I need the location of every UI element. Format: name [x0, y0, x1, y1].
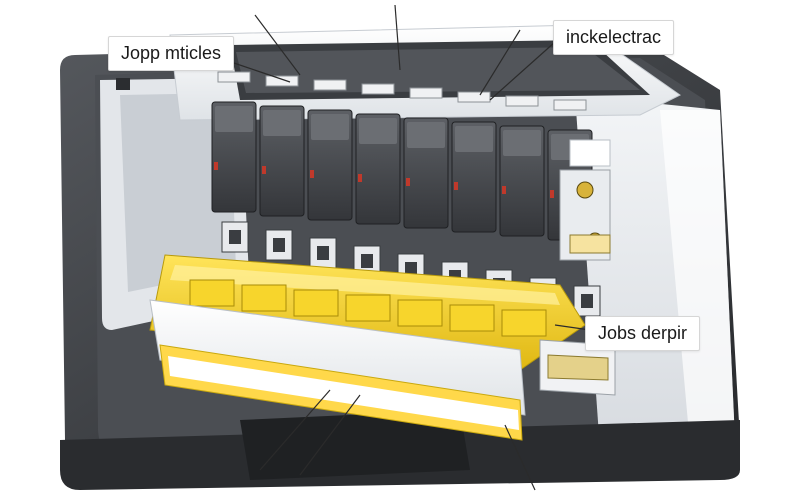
ink-tray-compartment — [397, 299, 443, 327]
tray-compartments — [189, 279, 547, 337]
ink-tray-compartment — [293, 289, 339, 317]
gear-icon — [576, 181, 594, 199]
nozzle-connector-icon — [221, 221, 249, 253]
print-head-cartridge-icon — [307, 79, 353, 221]
nozzle-connector-icon — [265, 229, 293, 261]
ink-tray-compartment — [501, 309, 547, 337]
ink-tray-compartment — [449, 304, 495, 332]
right-side-mechanism — [539, 139, 616, 396]
platen-rail — [149, 299, 526, 441]
leader-lines — [224, 4, 591, 491]
callout-label-top-left: Jopp mticles — [108, 36, 235, 71]
print-head-cartridge-icon — [499, 95, 545, 237]
ink-tray-compartment — [241, 284, 287, 312]
print-head-cartridge-icon — [211, 71, 257, 213]
ink-tray-compartment — [189, 279, 235, 307]
callout-label-right: Jobs derpir — [585, 316, 701, 351]
nozzle-connector-icon — [309, 237, 337, 269]
print-head-cartridge-icon — [451, 91, 497, 233]
print-head-cartridge-icon — [403, 87, 449, 229]
ink-tray-compartment — [345, 294, 391, 322]
print-head-cartridge-icon — [355, 83, 401, 225]
callout-label-top-right: inckelectrac — [553, 20, 675, 55]
print-head-cartridge-icon — [259, 75, 305, 217]
nozzle-connector-icon — [573, 285, 601, 317]
